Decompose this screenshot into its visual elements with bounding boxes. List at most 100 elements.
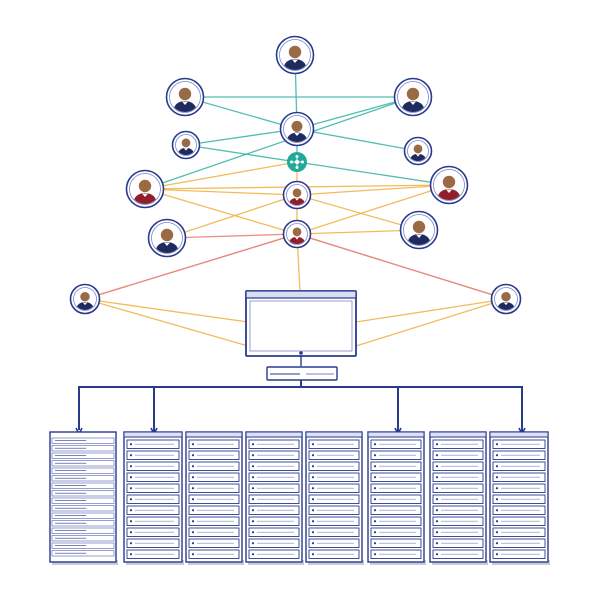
rack-top (185, 431, 243, 438)
person-collar (503, 302, 509, 306)
drive-led (129, 454, 133, 457)
server-rack-icon (49, 431, 118, 565)
drive-led (435, 487, 439, 490)
server-rack-icon (185, 431, 244, 565)
node-inner-ring (279, 39, 311, 71)
server-rack-icon (305, 431, 364, 565)
person-shoulders (402, 101, 424, 112)
person-collar (294, 198, 300, 201)
rack-top (123, 431, 183, 438)
person-icon (408, 220, 430, 245)
person-shoulders (287, 132, 307, 142)
person-head (412, 220, 426, 234)
person-icon (284, 45, 306, 70)
drive-led (129, 542, 133, 545)
drive-led (129, 443, 133, 446)
rack-top (367, 431, 425, 438)
connection-line (296, 128, 419, 152)
person-shoulders (408, 234, 430, 245)
connection-line (296, 229, 420, 235)
drive-led (191, 465, 195, 468)
drive-led (495, 487, 499, 490)
person-collar (292, 59, 298, 63)
drive-led (495, 465, 499, 468)
bus-line (78, 386, 523, 434)
drive-led (129, 520, 133, 523)
person-collar (164, 242, 170, 246)
monitor-top-bar (245, 290, 357, 299)
drive-led (435, 443, 439, 446)
node-inner-ring (129, 173, 161, 205)
person-shoulders (289, 197, 305, 205)
person-shoulders (289, 236, 305, 244)
drive-led (191, 487, 195, 490)
person-collar (182, 101, 188, 105)
person-icon (438, 175, 460, 200)
drive-led (191, 509, 195, 512)
keyboard-icon (266, 366, 338, 381)
server-bus (75, 380, 526, 436)
drive-led (495, 454, 499, 457)
person-head (292, 188, 302, 198)
drive-led (251, 443, 255, 446)
node-inner-ring (175, 134, 197, 156)
drive-led (191, 476, 195, 479)
person-head (292, 227, 302, 237)
node-inner-ring (397, 81, 429, 113)
connection-line (355, 298, 507, 323)
person-head (442, 175, 456, 189)
keyboard-body (266, 366, 338, 381)
person-head (501, 291, 511, 302)
drive-led (373, 487, 377, 490)
drive-led (129, 476, 133, 479)
person-icon (174, 87, 196, 112)
person-collar (416, 234, 422, 238)
person-icon (289, 227, 305, 244)
server-rack-icon (123, 431, 184, 565)
connection-line (144, 161, 298, 190)
drive-led (251, 465, 255, 468)
person-node-small-right (403, 136, 433, 166)
drive-led (495, 498, 499, 501)
rack-top (429, 431, 487, 438)
drive-led (191, 531, 195, 534)
drive-led (435, 509, 439, 512)
drive-led (129, 509, 133, 512)
connection-line (166, 233, 298, 239)
drive-led (435, 454, 439, 457)
server-rack-icon (245, 431, 304, 565)
drive-led (435, 553, 439, 556)
node-inner-ring (433, 169, 465, 201)
connection-line (296, 184, 450, 196)
server-rack-icon (367, 431, 426, 565)
person-shoulders (497, 302, 515, 310)
drive-led (373, 476, 377, 479)
rack-top (305, 431, 363, 438)
node-inner-ring (403, 214, 435, 246)
person-shoulders (156, 242, 178, 253)
drive-led (251, 520, 255, 523)
network-hub-icon (287, 152, 307, 172)
drive-led (495, 476, 499, 479)
person-collar (415, 154, 421, 157)
person-shoulders (410, 153, 426, 161)
drive-led (311, 487, 315, 490)
user-nodes (69, 35, 522, 315)
drive-led (435, 542, 439, 545)
drive-led (251, 531, 255, 534)
drive-led (311, 553, 315, 556)
person-head (288, 45, 302, 59)
drive-led (311, 465, 315, 468)
person-node-small-left (171, 130, 201, 160)
drive-led (129, 531, 133, 534)
person-head (413, 144, 423, 154)
drive-led (251, 454, 255, 457)
person-icon (402, 87, 424, 112)
node-inner-ring (283, 115, 311, 143)
node-inner-ring (286, 223, 308, 245)
person-collar (410, 101, 416, 105)
person-head (80, 291, 90, 302)
person-node-center (279, 111, 315, 147)
person-icon (410, 144, 426, 161)
person-shoulders (76, 302, 94, 310)
